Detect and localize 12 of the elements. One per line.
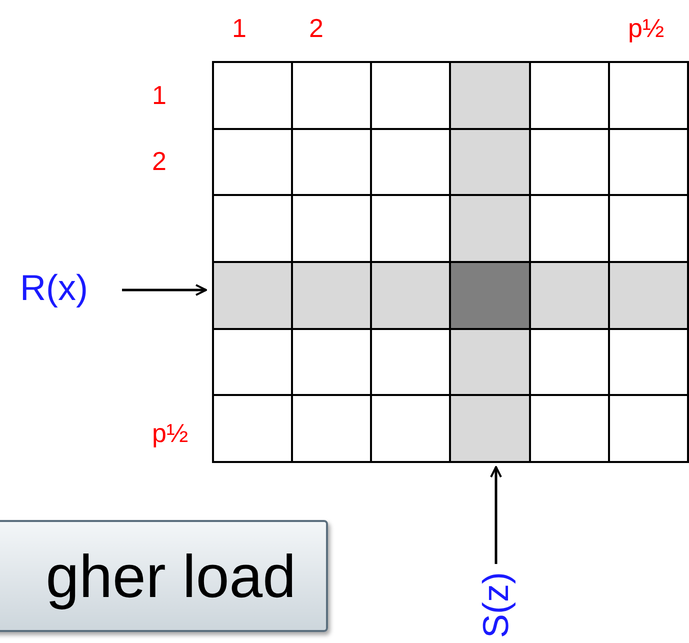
arrow <box>122 284 207 296</box>
arrow <box>490 466 502 564</box>
index-label: p½ <box>628 15 664 41</box>
relation-label: R(x) <box>20 270 88 306</box>
index-label: 2 <box>309 15 324 41</box>
index-label: p½ <box>152 420 188 446</box>
index-label: 2 <box>152 148 166 174</box>
callout-box: gher load <box>0 520 328 632</box>
grid <box>212 61 689 463</box>
index-label: 1 <box>232 15 246 41</box>
index-label: 1 <box>152 82 166 108</box>
relation-label: S(z) <box>478 566 514 643</box>
